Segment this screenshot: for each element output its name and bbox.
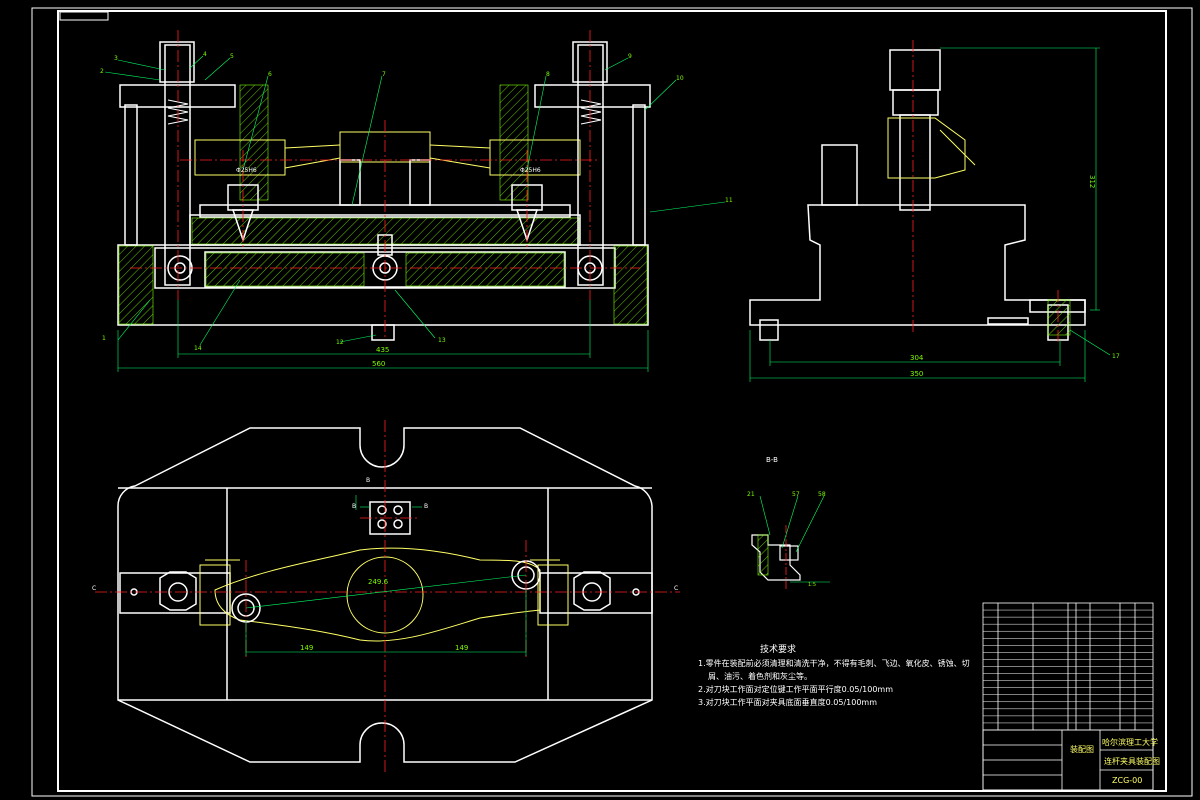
- side-balloon: 17: [1112, 353, 1120, 360]
- drawing-name: 连杆夹具装配图: [1104, 756, 1160, 766]
- side-base: [749, 204, 1086, 326]
- left-clamp: [119, 84, 236, 108]
- side-view: [749, 49, 1086, 341]
- front-dim-text: 560 435 Φ25H6 Φ25H6 1 2 3 4 5 6 7 8 9 10…: [100, 51, 733, 368]
- side-dim-text: 350 304 312 17: [910, 175, 1120, 378]
- corner-tag: [59, 11, 109, 21]
- balloon-4: 4: [203, 51, 207, 58]
- tech-line-2: 屑、油污、着色剂和灰尘等。: [708, 671, 812, 681]
- balloon-11: 11: [725, 197, 733, 204]
- title-block-text: 哈尔滨理工大学 连杆夹具装配图 装配图 ZCG-00: [1070, 737, 1160, 785]
- section-balloon-58: 58: [818, 491, 826, 498]
- balloon-7: 7: [382, 71, 386, 78]
- parts-list: [982, 602, 1154, 791]
- side-width-outer: 350: [910, 370, 923, 378]
- tech-requirements: 技术要求 1.零件在装配前必须清理和清洗干净，不得有毛刺、飞边、氧化皮、锈蚀、切…: [698, 643, 970, 707]
- section-balloon-57: 57: [792, 491, 800, 498]
- left-pillar: [164, 44, 191, 286]
- dim-hole-left: Φ25H6: [236, 167, 257, 174]
- balloon-13: 13: [438, 337, 446, 344]
- top-dim-text: 149 149 249.6 B B B C C: [92, 477, 678, 652]
- base-body: [117, 244, 649, 326]
- drawing-no: ZCG-00: [1112, 776, 1142, 785]
- section-bb-text: B-B 21 57 58 1:5: [747, 456, 826, 588]
- section-mark-left: B: [352, 503, 356, 510]
- section-note: 1:5: [808, 582, 816, 588]
- workpiece-right-boss: [489, 139, 581, 176]
- side-height: 312: [1088, 175, 1096, 188]
- balloon-5: 5: [230, 53, 234, 60]
- dim-inner-label: 435: [376, 346, 389, 354]
- top-view: [117, 427, 653, 763]
- front-dimensions: [104, 55, 726, 372]
- section-title: B-B: [766, 456, 778, 464]
- balloon-14: 14: [194, 345, 202, 352]
- section-mark-right: B: [424, 503, 428, 510]
- inner-border: [57, 10, 1167, 792]
- top-dim-left: 149: [300, 644, 313, 652]
- balloon-1: 1: [102, 335, 106, 342]
- tech-line-3: 2.对刀块工作面对定位键工作平面平行度0.05/100mm: [698, 684, 893, 694]
- tech-title: 技术要求: [760, 643, 796, 655]
- top-dimensions: [245, 495, 527, 656]
- side-dimensions: [749, 47, 1111, 382]
- right-clamp: [534, 84, 651, 108]
- front-center-lines: [130, 30, 640, 340]
- front-view: [117, 41, 651, 341]
- top-workpiece: [199, 547, 569, 642]
- balloon-3: 3: [114, 55, 118, 62]
- section-bb: [751, 495, 830, 590]
- drawing-type: 装配图: [1070, 744, 1094, 754]
- workpiece-left-boss: [194, 139, 286, 176]
- tech-line-4: 3.对刀块工作平面对夹具底面垂直度0.05/100mm: [698, 697, 877, 707]
- side-center-lines: [912, 40, 1059, 345]
- balloon-12: 12: [336, 339, 344, 346]
- section-balloon-21: 21: [747, 491, 755, 498]
- balloon-8: 8: [546, 71, 550, 78]
- balloon-2: 2: [100, 68, 104, 75]
- right-pillar: [577, 44, 604, 286]
- top-dim-right: 149: [455, 644, 468, 652]
- balloon-9: 9: [628, 53, 632, 60]
- outer-border: [31, 7, 1193, 797]
- c-right: C: [674, 585, 678, 592]
- section-mark-top: B: [366, 477, 370, 484]
- dim-hole-right: Φ25H6: [520, 167, 541, 174]
- balloon-6: 6: [268, 71, 272, 78]
- top-center-lines: [95, 420, 680, 775]
- tech-line-1: 1.零件在装配前必须清理和清洗干净，不得有毛刺、飞边、氧化皮、锈蚀、切: [698, 658, 970, 668]
- dim-overall-label: 560: [372, 360, 385, 368]
- top-dim-center: 249.6: [368, 578, 389, 586]
- c-left: C: [92, 585, 96, 592]
- side-width-inner: 304: [910, 354, 924, 362]
- school-name: 哈尔滨理工大学: [1102, 737, 1158, 747]
- hatch-areas: [118, 84, 648, 325]
- balloon-10: 10: [676, 75, 684, 82]
